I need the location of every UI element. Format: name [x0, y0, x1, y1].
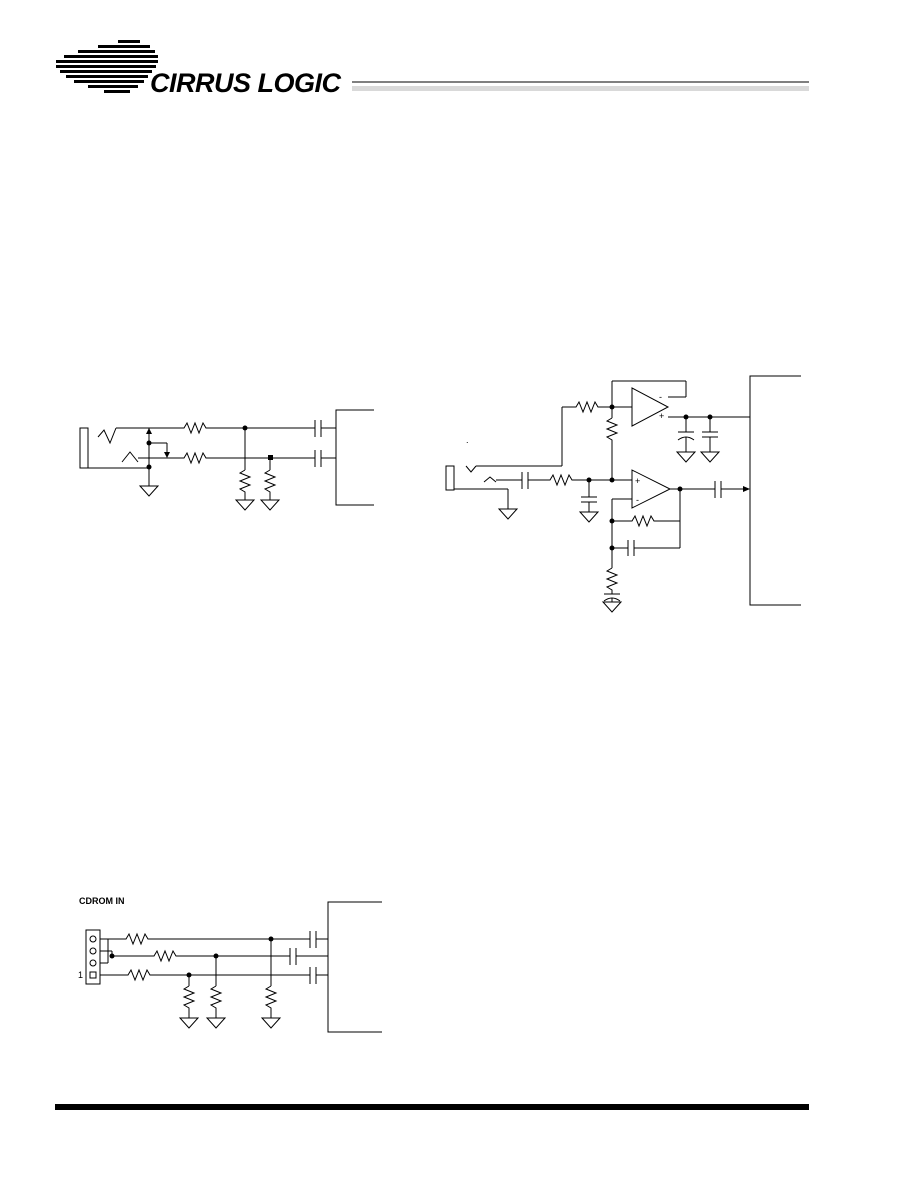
shunt-resistor-left	[264, 985, 278, 1018]
decoupling-capacitor	[699, 417, 721, 463]
codec-chip-edge	[327, 901, 382, 1033]
jack-tip-contact	[465, 465, 477, 473]
coupling-capacitor-right	[309, 967, 328, 984]
mic-preamp-op-amp: + -	[612, 469, 715, 509]
pin-1-label: 1	[78, 970, 83, 980]
line-in-schematic	[79, 409, 374, 511]
gain-resistor	[605, 567, 619, 594]
output-coupling-capacitor	[714, 481, 750, 498]
logo-swoosh-icon	[56, 40, 158, 93]
line-in-jack	[79, 427, 89, 469]
gain-capacitor-polarized	[601, 593, 623, 613]
coupling-capacitor-right	[314, 450, 336, 467]
header-rule	[352, 81, 809, 91]
bias-op-amp: - +	[612, 380, 750, 427]
input-capacitor	[521, 472, 529, 489]
cdrom-connector	[85, 929, 101, 985]
series-resistor-left	[120, 932, 310, 946]
shunt-resistor-right	[182, 985, 196, 1018]
resistor-right	[178, 451, 315, 465]
ground-symbol-icon	[259, 499, 281, 511]
shunt-resistor-ground-ref	[209, 985, 223, 1018]
ground-symbol-icon	[497, 508, 519, 520]
bias-resistor	[562, 400, 632, 414]
ground-symbol-icon	[138, 485, 160, 497]
ground-symbol-icon	[260, 1017, 282, 1029]
coupling-capacitor-ground-ref	[289, 948, 328, 965]
jack-tip-contact	[97, 427, 117, 445]
resistor-left	[178, 421, 245, 435]
input-resistor	[528, 473, 632, 487]
decoupling-capacitor-polarized	[675, 417, 697, 463]
bias-divider-resistor	[605, 417, 619, 480]
stray-mark: .	[466, 435, 469, 445]
coupling-capacitor-left	[309, 931, 328, 948]
ground-symbol-icon	[234, 499, 256, 511]
brand-name: CIRRUS LOGIC	[150, 68, 342, 98]
feedback-capacitor	[612, 540, 680, 556]
cirrus-logic-logo: CIRRUS LOGIC	[56, 40, 342, 98]
cdrom-in-schematic: CDROM IN 1	[78, 896, 382, 1033]
mic-jack	[445, 465, 455, 491]
svg-text:+: +	[659, 411, 664, 421]
mic-in-schematic: . - +	[445, 375, 801, 613]
svg-text:-: -	[636, 495, 639, 505]
feedback-resistor	[612, 514, 680, 528]
footer-rule	[55, 1104, 809, 1110]
svg-text:+: +	[635, 476, 640, 486]
codec-chip-edge	[335, 409, 374, 506]
series-resistor-right	[124, 968, 310, 982]
coupling-capacitor-left	[314, 420, 336, 437]
ground-symbol-icon	[178, 1017, 200, 1029]
jack-ring-contact	[483, 476, 497, 483]
svg-text:-: -	[659, 392, 662, 402]
ground-symbol-icon	[205, 1017, 227, 1029]
codec-chip-edge	[749, 375, 801, 606]
ground-symbol-icon	[578, 511, 600, 523]
cdrom-in-title: CDROM IN	[79, 896, 125, 906]
shunt-resistor-right	[263, 469, 277, 500]
jack-ring-contact	[121, 451, 139, 463]
series-resistor-ground-ref	[150, 949, 290, 963]
shunt-resistor-left	[238, 469, 252, 500]
